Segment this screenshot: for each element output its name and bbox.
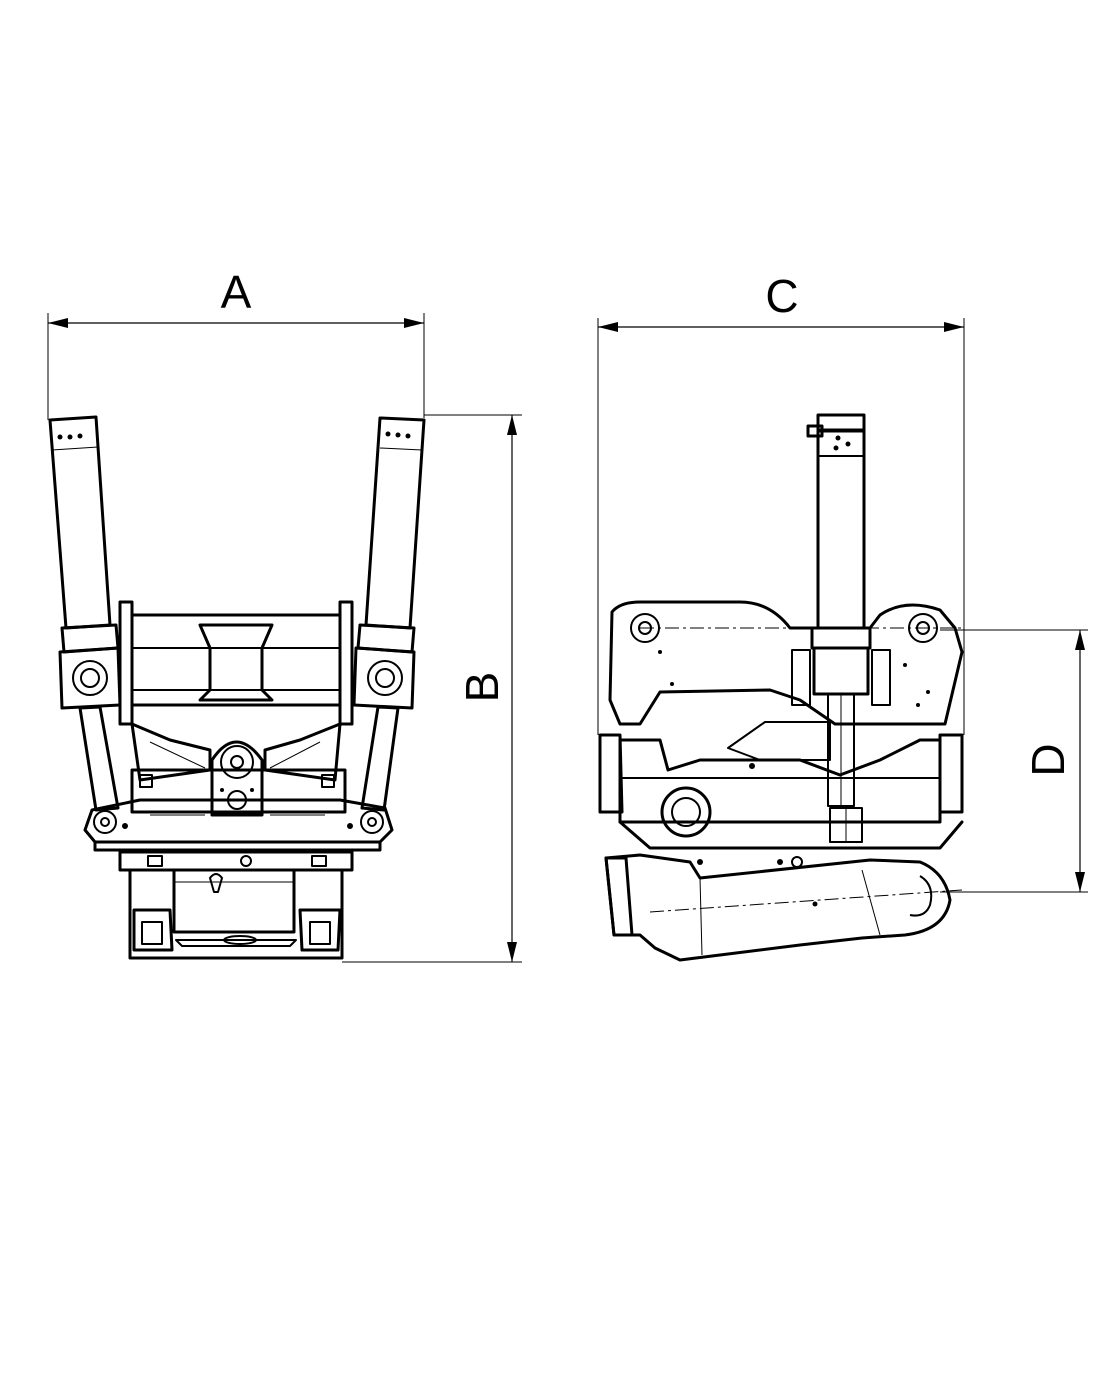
dimension-b: B bbox=[342, 414, 522, 963]
tool-bracket bbox=[604, 853, 952, 962]
lower-frame bbox=[83, 768, 394, 852]
dimension-d: D bbox=[940, 629, 1088, 893]
centerline-lower bbox=[649, 889, 963, 913]
right-arm bbox=[352, 416, 426, 812]
dimension-c-label: C bbox=[765, 270, 798, 322]
dimension-d-label: D bbox=[1022, 743, 1074, 776]
dimension-c: C bbox=[597, 270, 965, 735]
side-view bbox=[598, 413, 964, 962]
hydraulic-cylinder bbox=[806, 413, 872, 807]
dimension-b-label: B bbox=[456, 672, 508, 703]
coupler-body bbox=[598, 721, 964, 850]
rotator-housing bbox=[118, 850, 354, 960]
front-view bbox=[48, 415, 426, 960]
cross-beam bbox=[118, 600, 354, 726]
dimension-a-label: A bbox=[221, 266, 252, 318]
left-arm bbox=[48, 415, 122, 812]
dimension-a: A bbox=[47, 266, 425, 420]
hitch-plate bbox=[608, 600, 964, 726]
